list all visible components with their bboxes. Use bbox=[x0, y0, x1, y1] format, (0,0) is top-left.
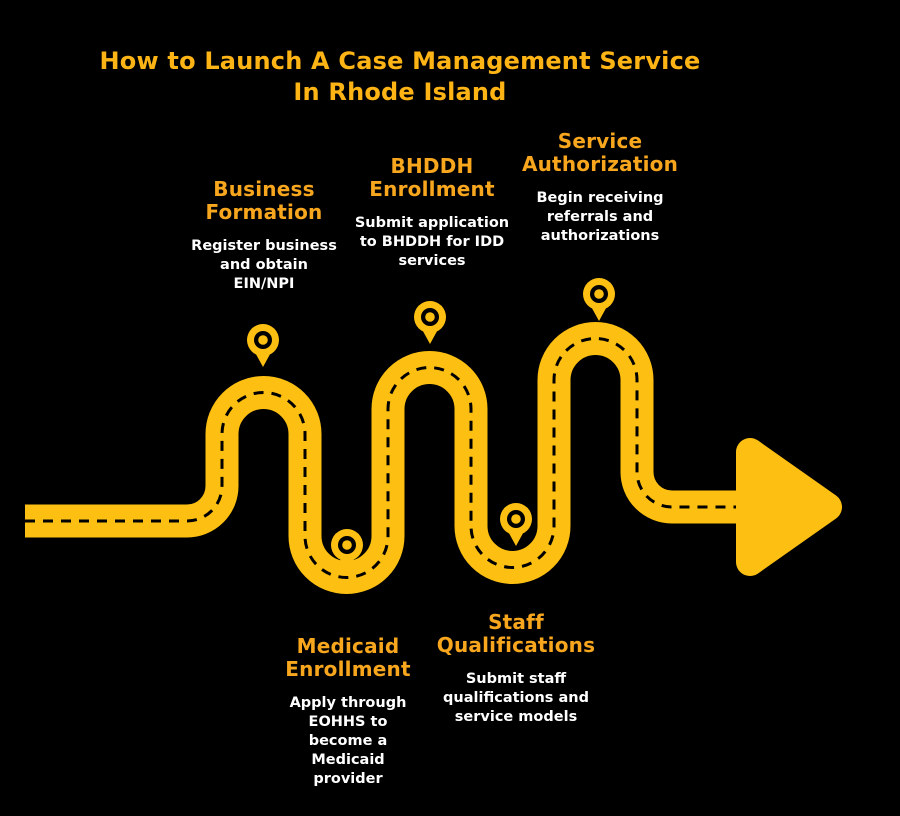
milestone-heading: Medicaid Enrollment bbox=[285, 634, 411, 681]
milestone-staff-qualifications: Staff Qualifications Submit staff qualif… bbox=[427, 611, 605, 727]
milestone-heading: Staff Qualifications bbox=[436, 610, 596, 657]
map-pin-icon-bhddh-enrollment bbox=[414, 301, 446, 344]
page-title-line1: How to Launch A Case Management Service bbox=[99, 47, 701, 75]
milestone-bhddh-enrollment: BHDDH Enrollment Submit application to B… bbox=[348, 155, 516, 271]
page-title: How to Launch A Case Management Service … bbox=[100, 46, 701, 107]
milestone-heading: BHDDH Enrollment bbox=[369, 154, 495, 201]
milestone-business-formation: Business Formation Register business and… bbox=[188, 178, 340, 294]
milestone-heading: Business Formation bbox=[205, 177, 323, 224]
map-pin-icon-staff-qualifications bbox=[500, 503, 532, 546]
milestone-service-authorization: Service Authorization Begin receiving re… bbox=[516, 130, 684, 246]
milestone-medicaid-enrollment: Medicaid Enrollment Apply through EOHHS … bbox=[277, 635, 419, 789]
milestone-description: Register business and obtain EIN/NPI bbox=[191, 237, 337, 292]
arrow-right-icon bbox=[736, 438, 842, 576]
milestone-description: Apply through EOHHS to become a Medicaid… bbox=[289, 694, 407, 788]
road-centerline bbox=[25, 337, 757, 579]
page-title-line2: In Rhode Island bbox=[293, 77, 507, 106]
road-path bbox=[25, 322, 757, 594]
milestone-heading: Service Authorization bbox=[521, 129, 679, 176]
milestone-description: Submit staff qualifications and service … bbox=[443, 670, 589, 725]
milestone-description: Begin receiving referrals and authorizat… bbox=[536, 189, 664, 244]
map-pin-icon-business-formation bbox=[247, 324, 279, 367]
map-pin-icon-service-authorization bbox=[583, 278, 615, 321]
milestone-description: Submit application to BHDDH for IDD serv… bbox=[354, 214, 510, 269]
